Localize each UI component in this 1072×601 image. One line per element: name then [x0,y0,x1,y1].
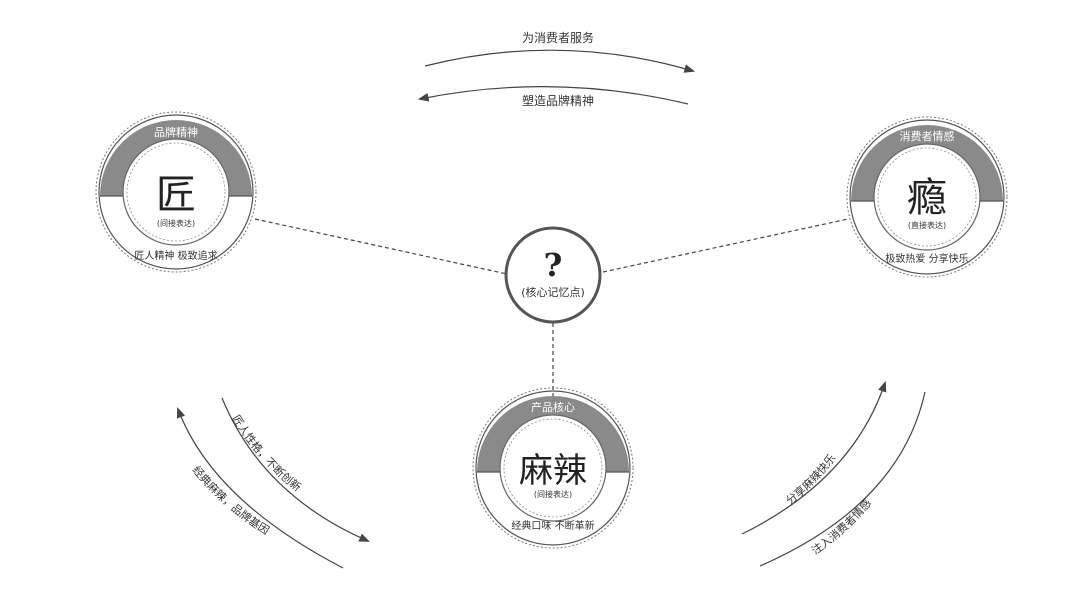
node-bottom-sub: (间接表达) [534,489,572,499]
center-question-mark: ? [544,246,563,284]
node-left: 品牌精神 匠 (间接表达) 匠人精神 极致追求 [95,111,257,273]
node-right-sub: (直接表达) [908,220,946,230]
node-bottom-glyph: 麻辣 [519,451,587,491]
right-inner-arrow-label: 分享麻辣快乐 [784,452,839,508]
node-bottom: 产品核心 麻辣 (间接表达) 经典口味 不断革新 [472,387,634,549]
left-inner-arrow [221,397,370,542]
connector-left [254,218,508,275]
top-left-arrow-label: 塑造品牌精神 [522,93,594,108]
node-left-glyph: 匠 [156,172,196,218]
right-outer-arrow-label: 注入消费者情感 [809,497,874,558]
connector-right [602,218,849,273]
right-inner-arrow [741,380,887,535]
right-outer-arrow [759,391,926,567]
node-right: 消费者情感 瘾 (直接表达) 极致热爱 分享快乐 [846,116,1008,278]
left-outer-arrow-label: 经典麻辣，品牌基因 [190,464,272,538]
node-left-bottom-label: 匠人精神 极致追求 [134,249,217,262]
node-right-bottom-label: 极致热爱 分享快乐 [885,252,968,265]
top-right-arrow [424,49,696,73]
node-left-badge: 品牌精神 [154,125,198,139]
node-left-sub: (间接表达) [157,218,195,228]
left-outer-arrow [176,406,344,569]
top-right-arrow-label: 为消费者服务 [522,30,594,45]
left-inner-arrow-label: 匠人性格，不断创新 [229,413,304,494]
center-caption: (核心记忆点) [521,285,585,299]
top-left-arrow [417,86,689,105]
node-right-glyph: 瘾 [907,175,947,221]
center-node: ? (核心记忆点) [504,226,602,324]
node-bottom-bottom-label: 经典口味 不断革新 [511,519,594,532]
node-bottom-badge: 产品核心 [531,400,575,414]
node-right-badge: 消费者情感 [900,129,955,143]
